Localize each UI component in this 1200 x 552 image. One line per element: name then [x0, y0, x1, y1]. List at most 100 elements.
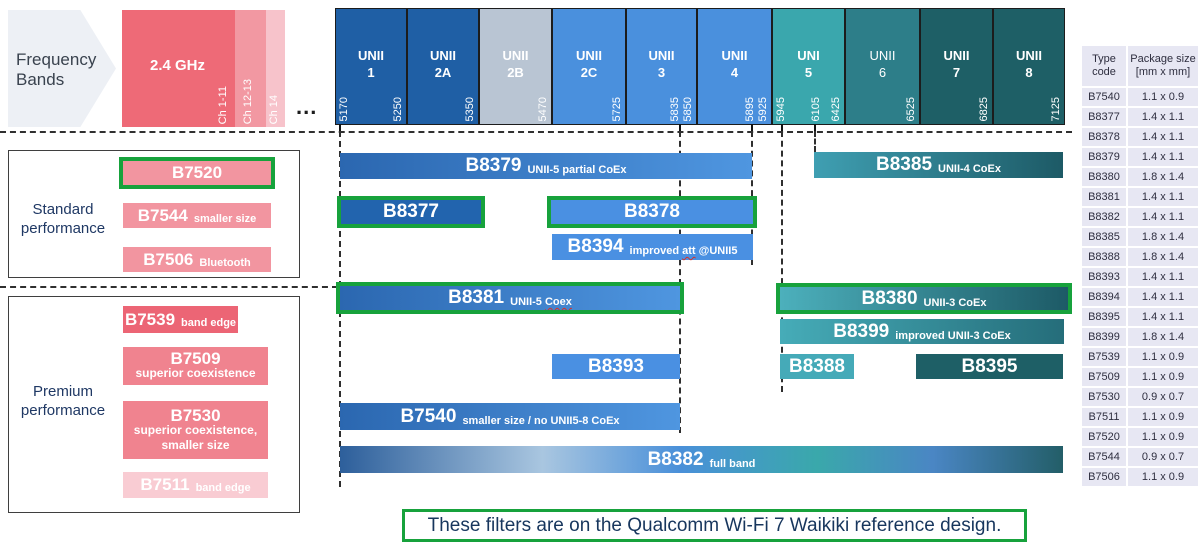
- freq-label: 5250: [392, 96, 404, 121]
- filter-label: B7544: [137, 205, 188, 225]
- freq-label: 6105: [810, 96, 822, 121]
- dashed-line-vertical-5945: [781, 131, 783, 392]
- package-size-cell: 1.4 x 1.1: [1128, 208, 1198, 226]
- band-name-line1: UNII: [576, 48, 602, 63]
- package-size-cell: 1.4 x 1.1: [1128, 128, 1198, 146]
- dashed-line-vertical-5925: [751, 131, 753, 265]
- freq-label: 6425: [830, 96, 842, 121]
- filter-label: B8379: [465, 155, 522, 176]
- freq-label: 5895: [744, 96, 756, 121]
- filter-sublabel: full band: [709, 457, 756, 470]
- band-name-line2: 4: [730, 65, 739, 80]
- ellipsis: ...: [296, 94, 318, 119]
- filter-b8382: B8382 full band: [340, 446, 1063, 473]
- standard-performance-title: Standard performance: [8, 200, 118, 238]
- filter-b8388: B8388: [780, 354, 854, 379]
- filter-label: B8378: [624, 201, 680, 222]
- type-code-cell: B8381: [1082, 188, 1126, 206]
- band-2-4ghz-ch12-13: [235, 10, 266, 127]
- filter-sublabel: UNII-5 partial CoEx: [527, 164, 627, 176]
- header-line: Package size: [1130, 53, 1196, 65]
- freq-label: 5350: [464, 96, 476, 121]
- type-code-cell: B7539: [1082, 348, 1126, 366]
- type-code-cell: B8377: [1082, 108, 1126, 126]
- type-code-cell: B7506: [1082, 468, 1126, 486]
- filter-label: B7520: [171, 163, 223, 182]
- filter-label: B8388: [789, 355, 845, 377]
- freq-label: 5925: [757, 96, 769, 121]
- filter-b7540: B7540 smaller size / no UNII5-8 CoEx: [340, 403, 680, 430]
- filter-sublabel: superior coexistence,: [133, 422, 258, 437]
- unii-band-2c: UNII 2C 5725: [552, 8, 626, 125]
- filter-sublabel: smaller size / no UNII5-8 CoEx: [462, 414, 620, 427]
- dashed-line-vertical-6105: [814, 131, 816, 152]
- filter-b8399: B8399 improved UNII-3 CoEx: [780, 319, 1064, 344]
- band-name-line2: 1: [367, 65, 375, 80]
- package-size-cell: 1.4 x 1.1: [1128, 268, 1198, 286]
- sublabel-part: UNII-5: [510, 296, 545, 308]
- filter-b7544: B7544 smaller size: [123, 203, 271, 228]
- frequency-bands-label-line2: Bands: [16, 70, 65, 89]
- filter-b7539: B7539 band edge: [123, 306, 238, 333]
- filter-label: B8395: [961, 355, 1018, 377]
- type-code-cell: B8380: [1082, 168, 1126, 186]
- freq-label: 5470: [537, 96, 549, 121]
- band-2-4ghz-label: 2.4 GHz: [150, 57, 206, 74]
- filter-b7511: B7511 band edge: [123, 472, 268, 498]
- filter-b7520: B7520: [119, 157, 275, 189]
- filter-sublabel: UNII-3 CoEx: [923, 296, 987, 309]
- filter-sublabel: band edge: [195, 482, 251, 494]
- filter-label: B8399: [833, 320, 890, 342]
- sublabel-part: @UNII5: [695, 245, 738, 257]
- filter-sublabel: Bluetooth: [199, 256, 251, 269]
- band-name-line1: UNII: [1016, 48, 1042, 63]
- type-code-cell: B8378: [1082, 128, 1126, 146]
- band-name-line1: UNII: [648, 48, 675, 63]
- dashed-line-vertical-5850: [679, 131, 681, 433]
- premium-title-line1: Premium: [32, 383, 93, 400]
- type-code-cell: B8382: [1082, 208, 1126, 226]
- filter-sublabel: superior coexistence: [135, 366, 256, 380]
- package-size-cell: 1.8 x 1.4: [1128, 328, 1198, 346]
- standard-title-line1: Standard: [32, 201, 94, 218]
- freq-label: 5835: [669, 96, 681, 121]
- table-header-package-size: Package size[mm x mm]: [1128, 46, 1198, 86]
- package-size-cell: 1.1 x 0.9: [1128, 408, 1198, 426]
- band-2-4ghz: 2.4 GHz Ch 1-11 Ch 12-13 Ch 14: [122, 10, 285, 127]
- freq-label: 5725: [611, 96, 623, 121]
- dashed-line-horizontal-top: [0, 131, 1072, 133]
- band-name-line2: 2C: [580, 65, 598, 80]
- band-name-line2: 2B: [507, 65, 524, 80]
- frequency-bands-label: Frequency Bands: [16, 50, 96, 90]
- type-code-cell: B8399: [1082, 328, 1126, 346]
- package-size-cell: 1.1 x 0.9: [1128, 468, 1198, 486]
- package-size-cell: 0.9 x 0.7: [1128, 388, 1198, 406]
- filter-sublabel: improved att @UNII5: [630, 245, 738, 257]
- sublabel-part: improved: [629, 245, 683, 257]
- filter-b7506: B7506 Bluetooth: [123, 247, 271, 272]
- filter-b8394: B8394 improved att @UNII5: [552, 234, 753, 260]
- filter-sublabel: improved UNII-3 CoEx: [895, 329, 1011, 342]
- filter-label: B7511: [140, 475, 190, 494]
- ch-1-11-label: Ch 1-11: [217, 85, 229, 124]
- package-size-cell: 1.8 x 1.4: [1128, 168, 1198, 186]
- type-code-cell: B7511: [1082, 408, 1126, 426]
- type-code-cell: B7520: [1082, 428, 1126, 446]
- tick-6105: [814, 124, 816, 132]
- type-code-cell: B7509: [1082, 368, 1126, 386]
- filter-b7530: B7530 superior coexistence, smaller size: [123, 401, 268, 459]
- filter-sublabel: UNII-5 Coex: [510, 296, 572, 308]
- type-code-cell: B8394: [1082, 288, 1126, 306]
- band-name-line1: UNI: [797, 48, 820, 63]
- filter-b8385: B8385 UNII-4 CoEx: [814, 152, 1063, 178]
- package-size-cell: 1.1 x 0.9: [1128, 88, 1198, 106]
